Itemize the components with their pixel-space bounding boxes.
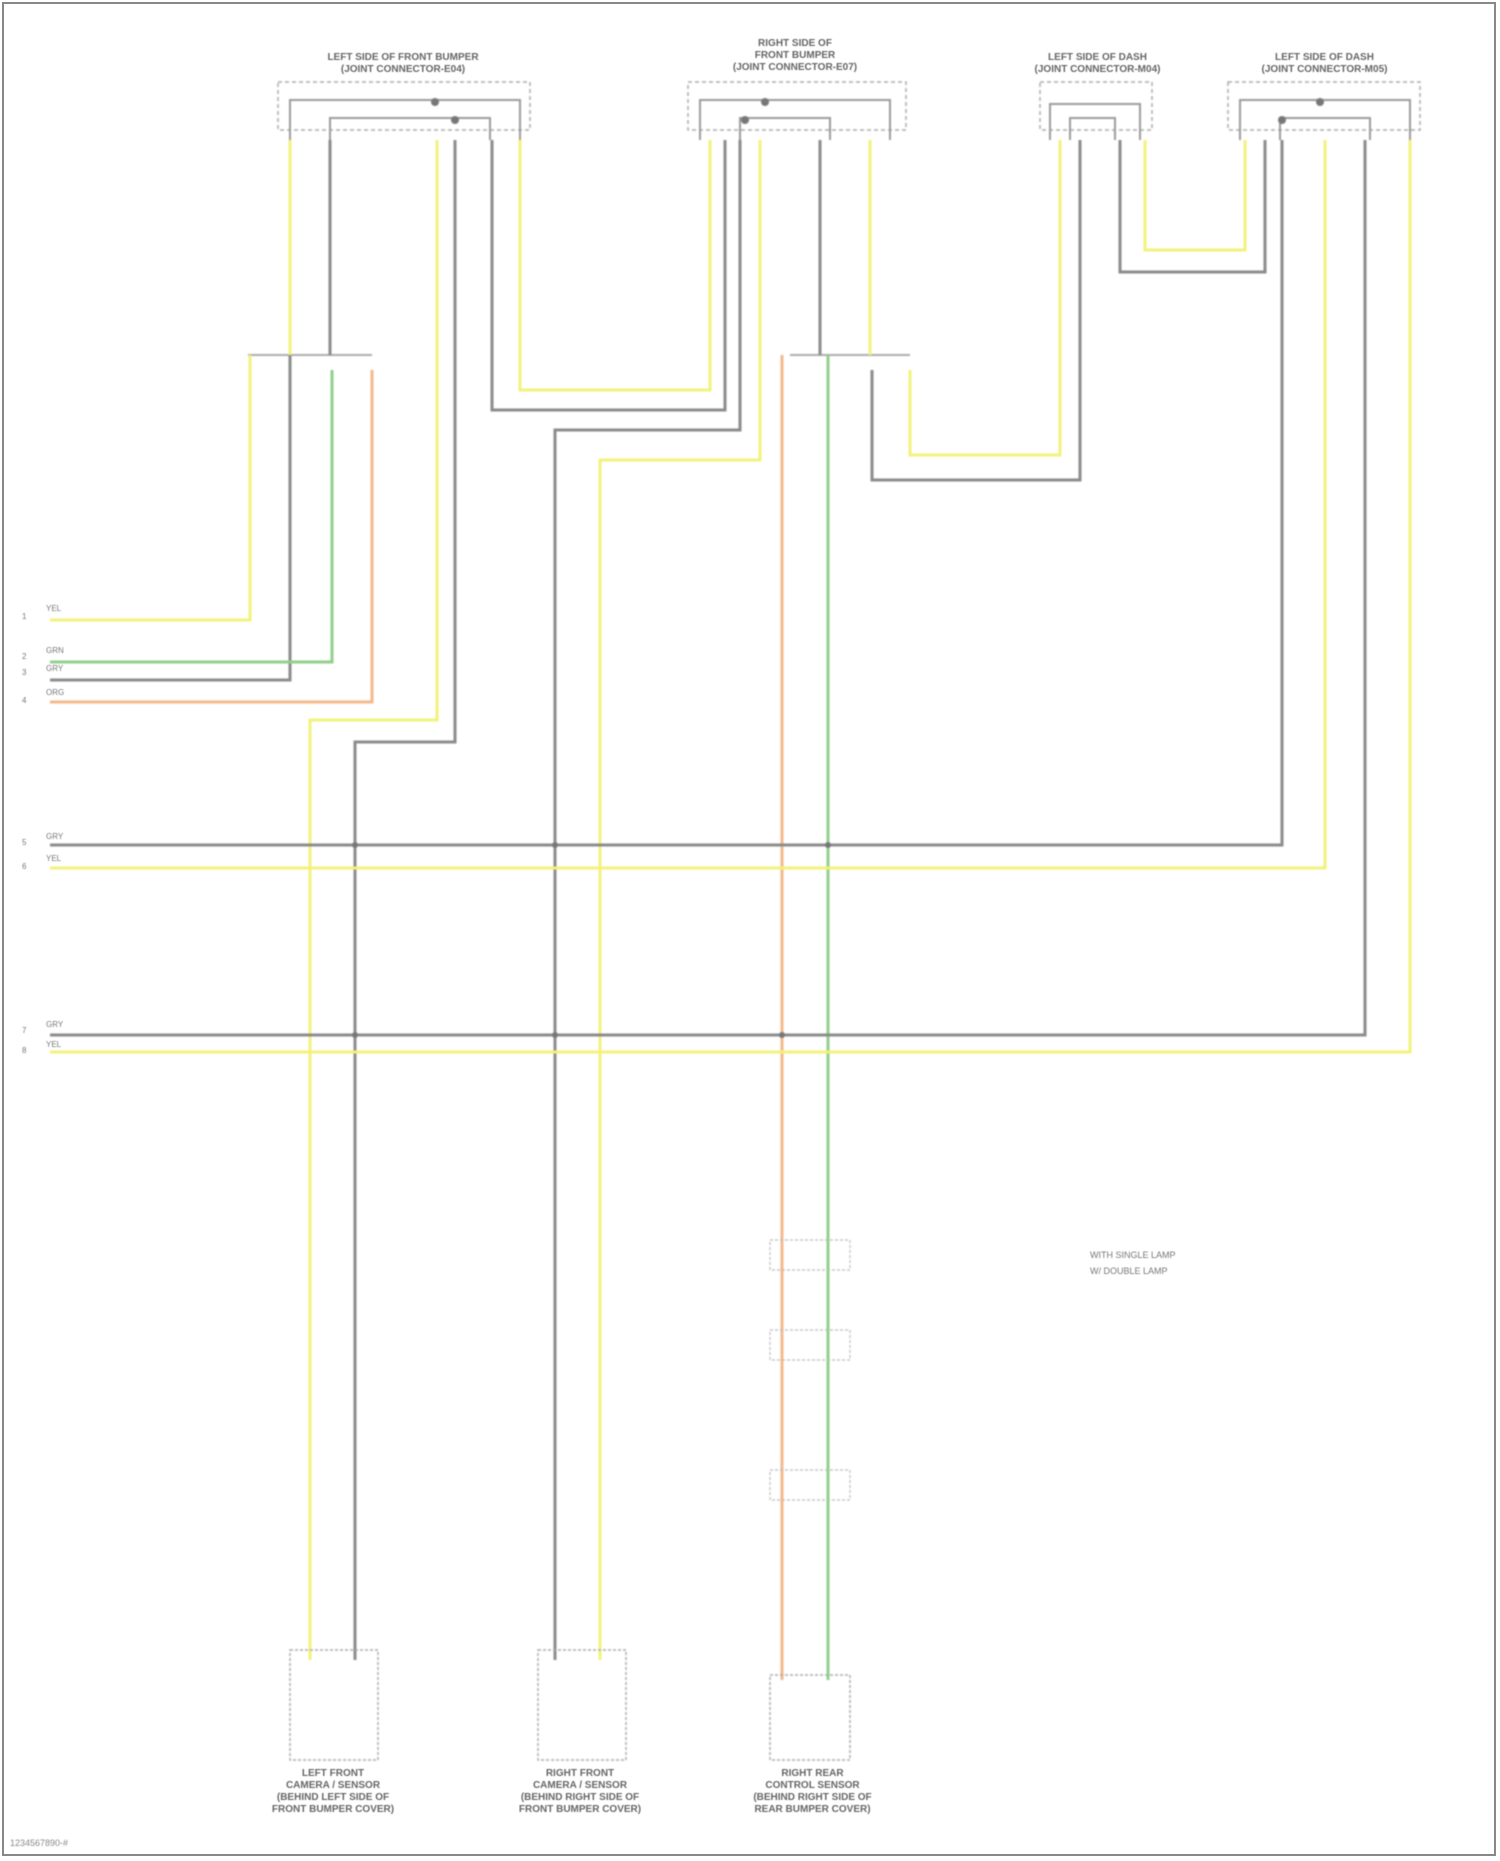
terminal-pin: 1: [22, 612, 27, 621]
terminal-pin: 8: [22, 1046, 27, 1055]
wire-color-label: YEL: [46, 1040, 62, 1049]
wire-color-label: GRN: [46, 646, 64, 655]
terminal-pin: 6: [22, 862, 27, 871]
connector-label-dash-m04: LEFT SIDE OF DASH(JOINT CONNECTOR-M04): [1034, 52, 1161, 75]
diagram-footer-id: 1234567890-#: [10, 1838, 69, 1848]
wire-color-label: GRY: [46, 832, 64, 841]
terminal-pin: 3: [22, 668, 27, 677]
legend-item-single: WITH SINGLE LAMP: [1090, 1250, 1176, 1260]
wire-color-label: YEL: [46, 854, 62, 863]
connector-label-dash-m05: LEFT SIDE OF DASH(JOINT CONNECTOR-M05): [1261, 52, 1388, 75]
wire-color-label: GRY: [46, 1020, 64, 1029]
legend: WITH SINGLE LAMP W/ DOUBLE LAMP: [1090, 1250, 1176, 1282]
legend-item-double: W/ DOUBLE LAMP: [1090, 1266, 1168, 1276]
wire-color-label: YEL: [46, 604, 62, 613]
terminal-pin: 5: [22, 838, 27, 847]
terminal-pin: 2: [22, 652, 27, 661]
terminal-pin: 4: [22, 696, 27, 705]
wire-color-label: ORG: [46, 688, 65, 697]
terminal-pin: 7: [22, 1026, 27, 1035]
connector-label-front-bumper-left: LEFT SIDE OF FRONT BUMPER(JOINT CONNECTO…: [327, 52, 479, 75]
wire-color-label: GRY: [46, 664, 64, 673]
